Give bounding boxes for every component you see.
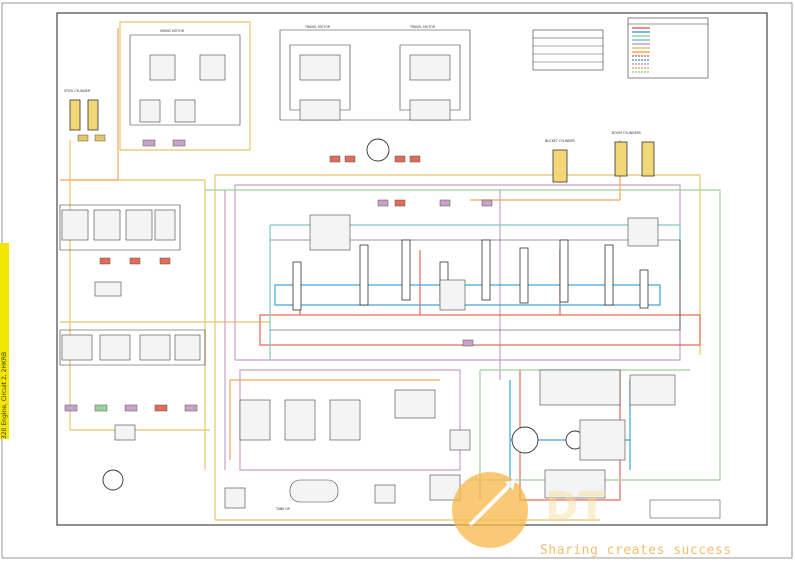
main-pump-icon (511, 426, 539, 454)
line-tags (64, 134, 493, 412)
bucket-cylinder-icon (552, 149, 568, 183)
label-bucket: BUCKET CYLINDER (545, 139, 575, 143)
control-valve-spools (292, 239, 649, 311)
cylinders (69, 99, 655, 183)
pump-icon (102, 469, 124, 491)
title-block (649, 499, 721, 519)
boom-cylinder-icon (614, 141, 655, 177)
watermark-logo-icon: DT (452, 472, 606, 548)
stick-cylinder-icon (69, 99, 99, 131)
svg-text:DT: DT (545, 484, 606, 530)
motors (102, 138, 585, 491)
label-travel-right: TRAVEL MOTOR (409, 25, 436, 29)
label-swing: SWING MOTOR (160, 29, 185, 33)
component-blocks (61, 54, 676, 509)
side-tab: 320 Engine, Circuit 2, 2HKRB (0, 243, 9, 439)
legend-table-color (627, 17, 709, 79)
label-boom: BOOM CYLINDERS (612, 131, 641, 135)
label-stick: STICK CYLINDER (64, 89, 91, 93)
side-tab-text: 320 Engine, Circuit 2, 2HKRB (1, 351, 8, 439)
drawing-border (56, 12, 768, 526)
component-labels: STICK CYLINDER SWING MOTOR TRAVEL MOTOR … (64, 25, 641, 511)
swing-motor-icon (366, 138, 390, 162)
label-travel-left: TRAVEL MOTOR (304, 25, 331, 29)
watermark-text: Sharing creates success (540, 543, 732, 558)
label-tank: TANK GP (275, 507, 290, 511)
legend-table-small (532, 29, 604, 71)
